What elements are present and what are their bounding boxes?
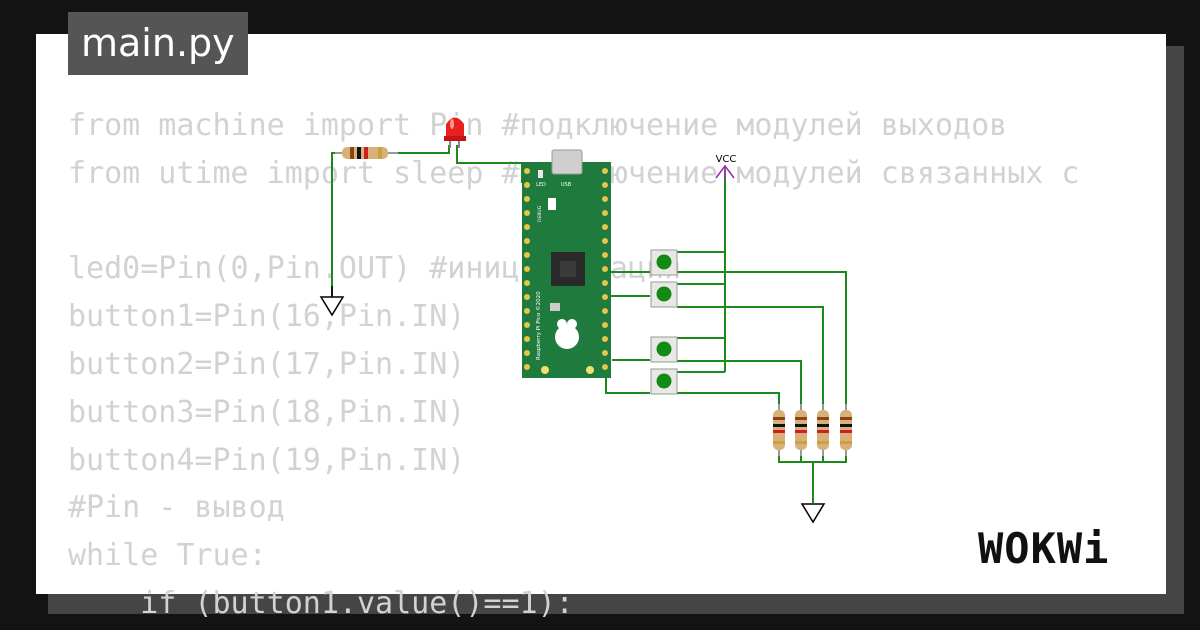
wire-led-resistor <box>395 145 450 154</box>
wire-res-bus <box>778 450 847 503</box>
wokwi-logo: WOKWi <box>978 524 1110 573</box>
wire-btn2-res <box>677 306 824 410</box>
push-button-4[interactable] <box>650 368 678 395</box>
pulldown-resistor-1 <box>773 404 785 456</box>
code-line: button4=Pin(19,Pin.IN) <box>68 442 466 478</box>
code-line: from machine import Pin #подключение мод… <box>68 108 1008 143</box>
pin-header-right <box>602 168 608 370</box>
pico-board[interactable]: USB LED DEBUG Raspberry Pi Pico ©2020 <box>522 149 611 378</box>
wire-resistor-gnd <box>331 152 342 296</box>
code-editor[interactable]: from machine import Pin #подключение мод… <box>68 102 1079 628</box>
ground-icon <box>319 286 345 317</box>
wire-gp16 <box>605 271 650 330</box>
wire-btn1-res <box>677 271 847 410</box>
pulldown-resistor-2 <box>795 404 807 456</box>
code-line: button1=Pin(16,Pin.IN) <box>68 299 466 335</box>
push-button-2[interactable] <box>650 281 678 308</box>
code-line: if (button1.value()==1): <box>68 585 574 621</box>
code-line: #Pin - вывод <box>68 490 285 526</box>
led-resistor <box>335 147 398 159</box>
board-silk-text: Raspberry Pi Pico ©2020 <box>535 291 542 360</box>
pulldown-resistor-3 <box>817 404 829 456</box>
wire-gp19 <box>605 364 650 394</box>
push-button-3[interactable] <box>650 336 678 363</box>
wire-gp17 <box>608 295 650 340</box>
debug-label: DEBUG <box>537 205 543 222</box>
pin-header-left <box>524 168 530 370</box>
raspberry-logo-icon <box>555 319 579 349</box>
code-line: while True: <box>68 538 267 574</box>
code-line: button2=Pin(17,Pin.IN) <box>68 346 466 382</box>
usb-label: USB <box>561 182 572 188</box>
wire-led-anode <box>456 145 523 183</box>
vcc-label: VCC <box>716 154 737 165</box>
ground-icon <box>800 503 826 524</box>
pulldown-resistor-4 <box>840 404 852 456</box>
led-label: LED <box>536 182 546 188</box>
wire-btn4-res <box>677 392 780 410</box>
wire-btn3-res <box>677 360 802 410</box>
code-line: button3=Pin(18,Pin.IN) <box>68 394 466 430</box>
led[interactable] <box>444 117 466 149</box>
push-button-1[interactable] <box>650 249 678 276</box>
file-tab-label: main.py <box>81 21 235 65</box>
file-tab[interactable]: main.py <box>68 12 248 75</box>
vcc-icon: VCC <box>715 154 737 180</box>
